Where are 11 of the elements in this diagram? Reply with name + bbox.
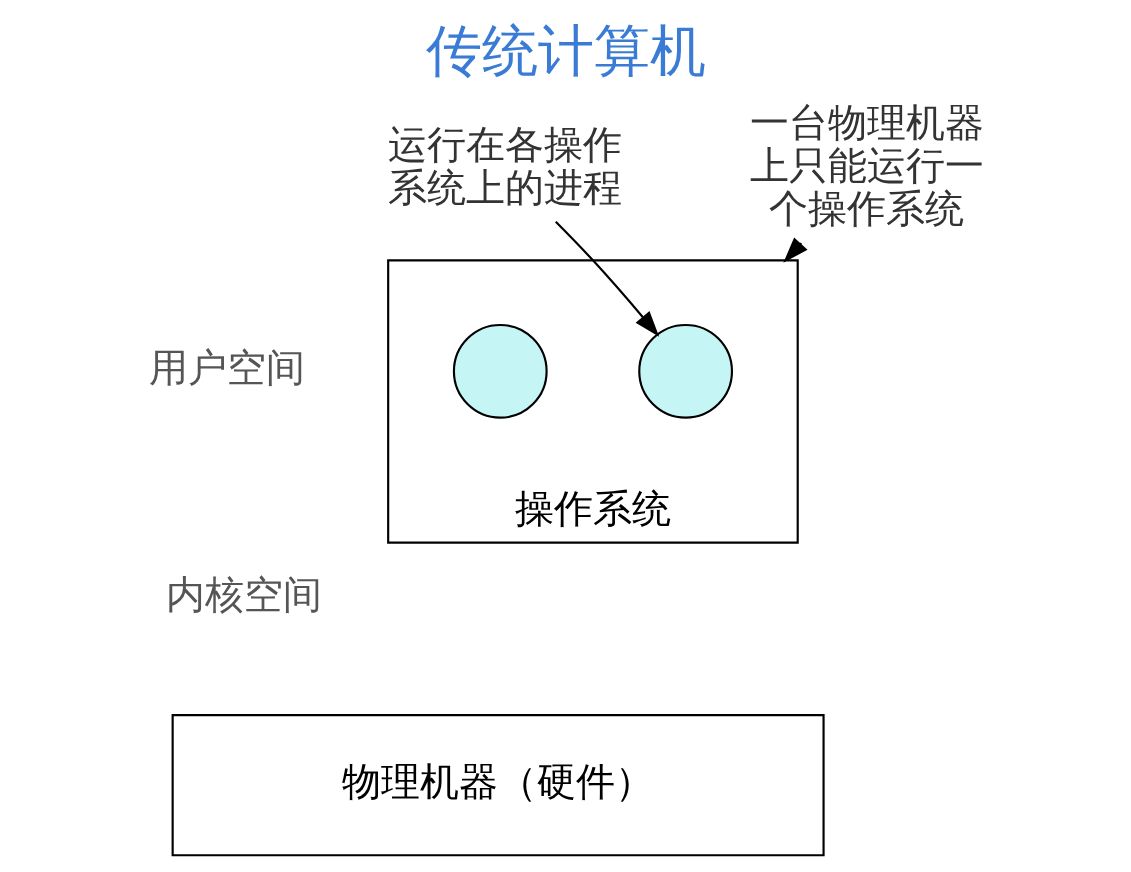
node-box: 物理机器（硬件） [171, 714, 825, 857]
cluster: 操作系统 [386, 259, 799, 544]
diagram-title: 传统计算机 [425, 18, 706, 84]
node-circle [637, 323, 733, 419]
node-text: 一台物理机器上只能运行一个操作系统 [749, 100, 984, 232]
arrow [782, 237, 808, 263]
node-circle [452, 323, 548, 419]
node-text: 运行在各操作系统上的进程 [387, 121, 622, 210]
arrow [554, 221, 659, 337]
label: 用户空间 [148, 344, 305, 390]
label: 内核空间 [165, 572, 322, 618]
